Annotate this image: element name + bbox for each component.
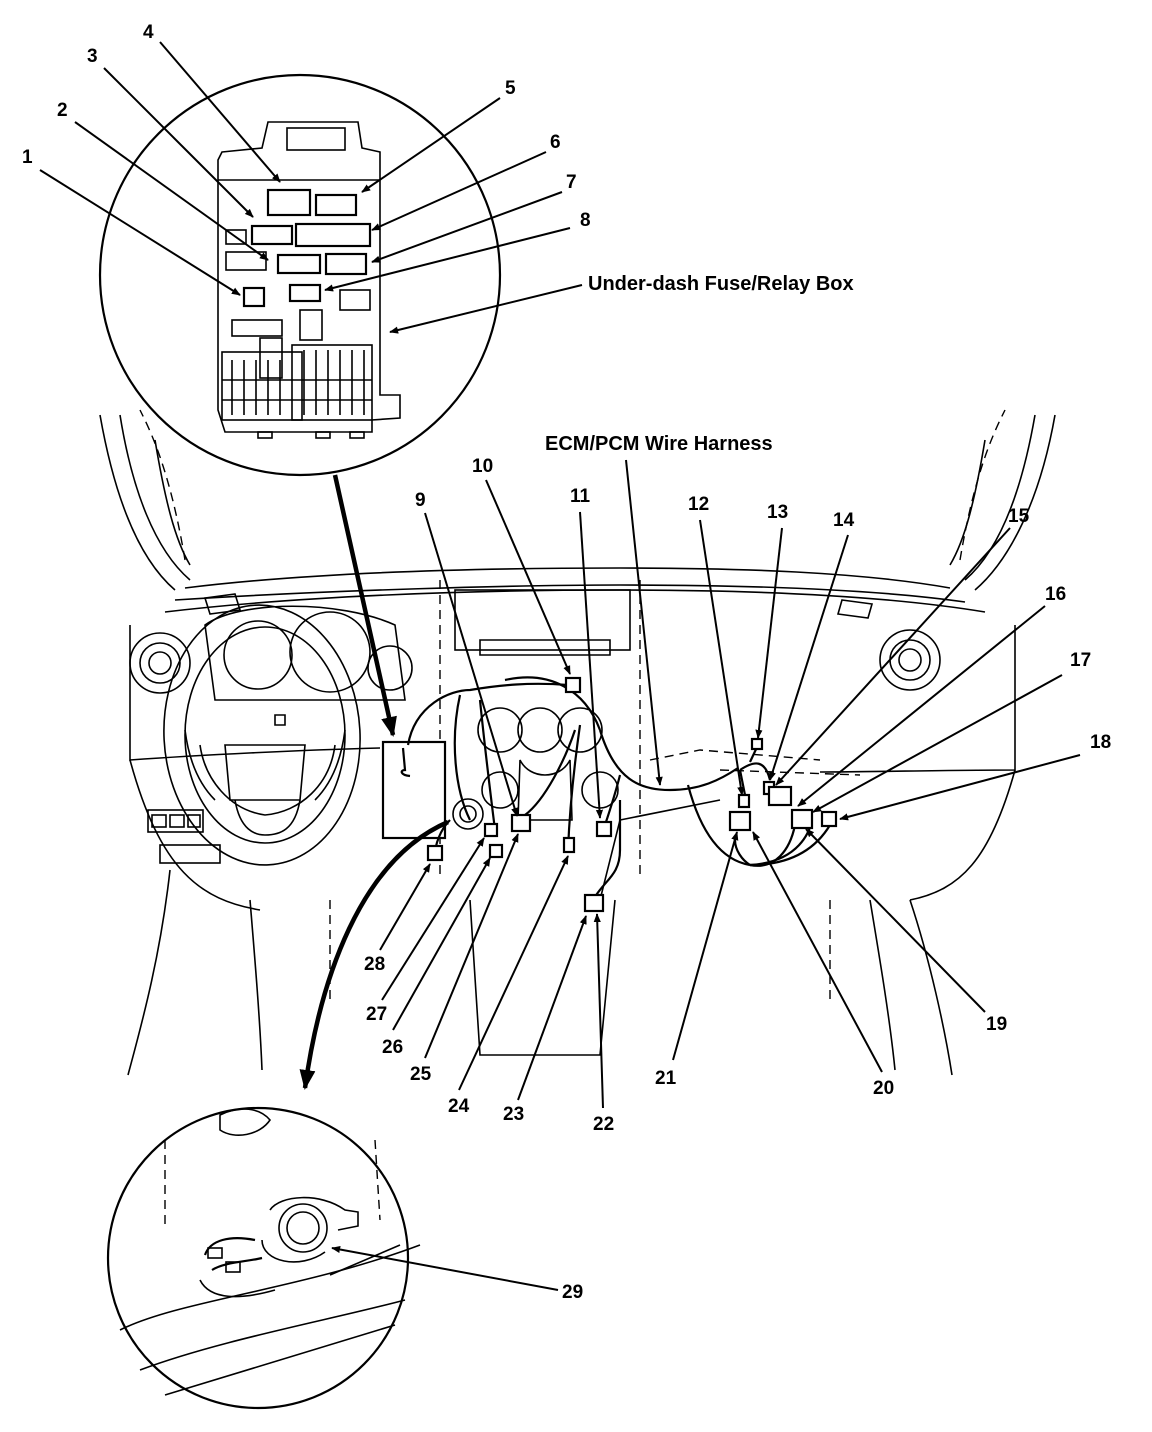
fuse-box-magnifier <box>98 73 502 477</box>
diagram-labels: Under-dash Fuse/Relay Box ECM/PCM Wire H… <box>22 22 1111 1303</box>
callout-26: 26 <box>382 1037 403 1058</box>
callout-23: 23 <box>503 1104 524 1125</box>
callout-3: 3 <box>87 46 98 67</box>
callout-2: 2 <box>57 100 68 121</box>
callout-27: 27 <box>366 1004 387 1025</box>
lower-magnifier <box>106 1106 421 1410</box>
callout-4: 4 <box>143 22 154 43</box>
fuse-relay-box-label: Under-dash Fuse/Relay Box <box>588 273 854 295</box>
callout-25: 25 <box>410 1064 432 1085</box>
ecm-pcm-harness-label: ECM/PCM Wire Harness <box>545 433 773 455</box>
callout-6: 6 <box>550 132 561 153</box>
callout-14: 14 <box>833 510 855 531</box>
callout-28: 28 <box>364 954 385 975</box>
wire-harness <box>381 676 838 913</box>
callout-12: 12 <box>688 494 709 515</box>
callout-10: 10 <box>472 456 493 477</box>
callout-18: 18 <box>1090 732 1111 753</box>
callout-29: 29 <box>562 1282 583 1303</box>
leader-lines <box>39 41 1081 1291</box>
callout-24: 24 <box>448 1096 470 1117</box>
callout-17: 17 <box>1070 650 1091 671</box>
callout-11: 11 <box>570 486 591 507</box>
callout-22: 22 <box>593 1114 614 1135</box>
callout-9: 9 <box>415 490 426 511</box>
callout-19: 19 <box>986 1014 1007 1035</box>
callout-20: 20 <box>873 1078 894 1099</box>
callout-13: 13 <box>767 502 788 523</box>
callout-7: 7 <box>566 172 577 193</box>
callout-15: 15 <box>1008 506 1030 527</box>
callout-16: 16 <box>1045 584 1066 605</box>
callout-21: 21 <box>655 1068 677 1089</box>
dashboard-illustration <box>99 409 1056 1076</box>
callout-1: 1 <box>22 147 33 168</box>
callout-5: 5 <box>505 78 516 99</box>
callout-8: 8 <box>580 210 591 231</box>
